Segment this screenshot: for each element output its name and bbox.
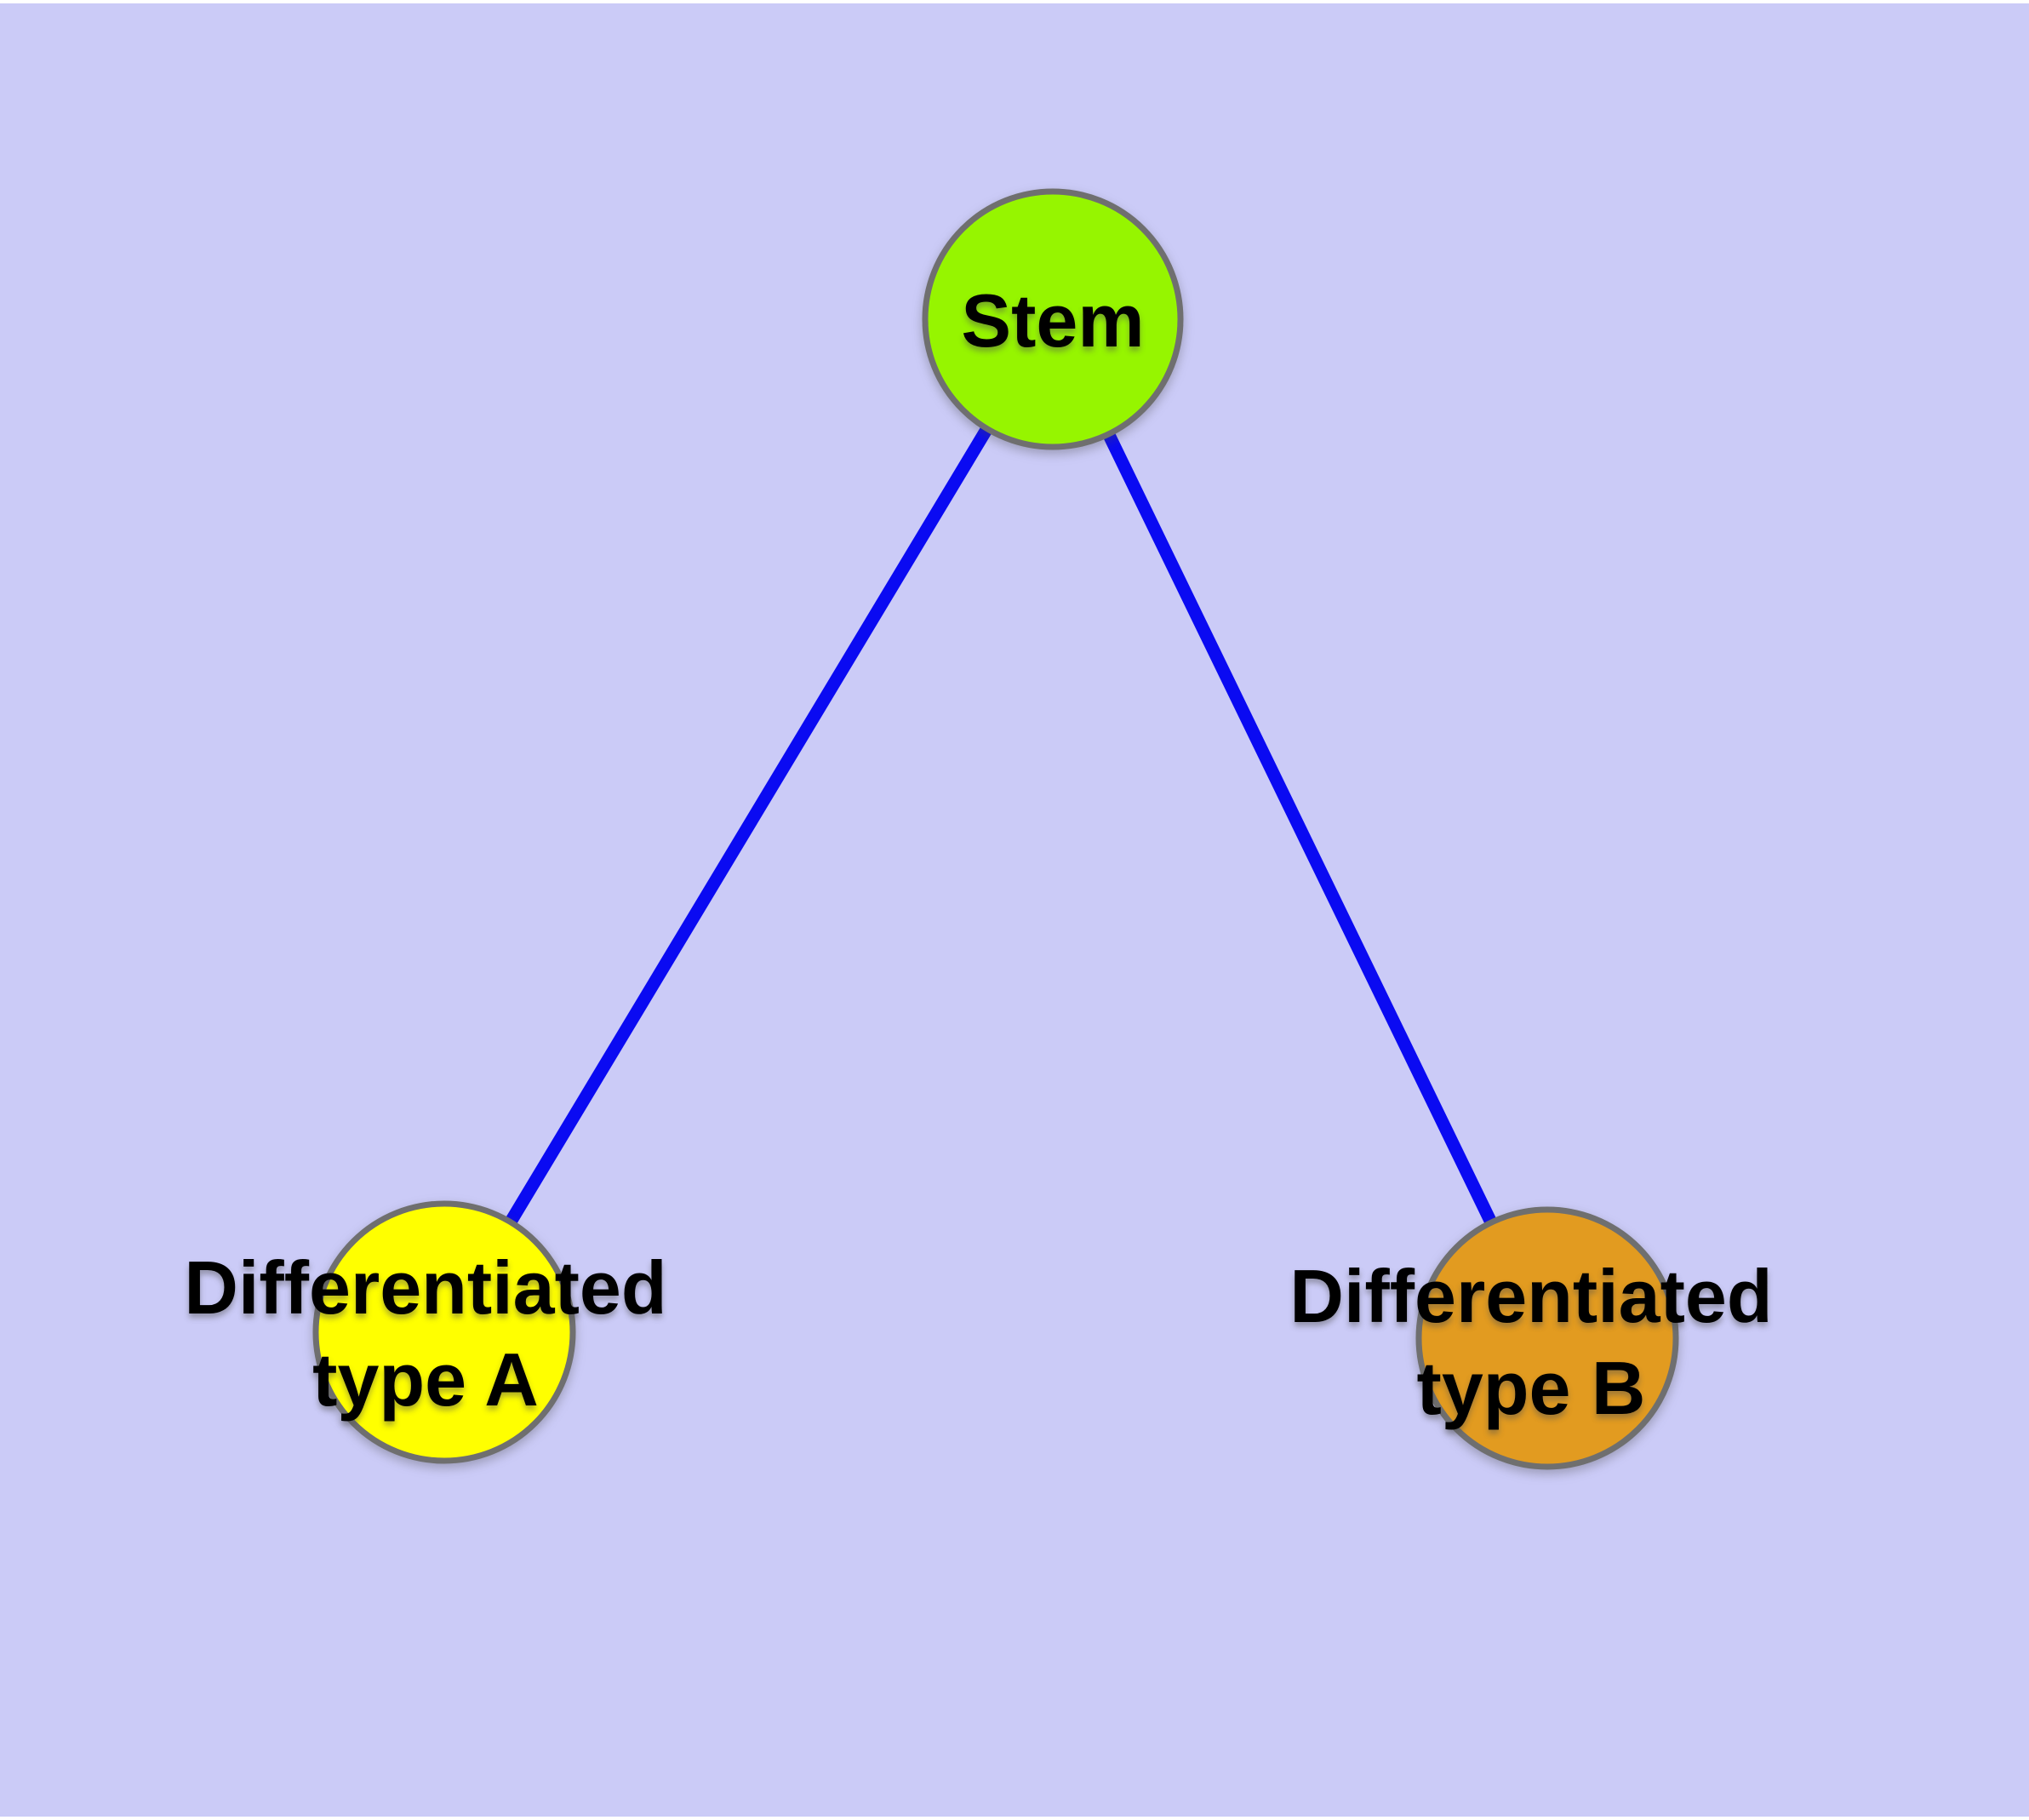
node-stem-circle bbox=[922, 188, 1184, 450]
edge-stem-to-type-b bbox=[1047, 316, 1553, 1342]
node-label-differentiated-type-b: Differentiated type B bbox=[1289, 1254, 1773, 1430]
node-differentiated-type-b-circle bbox=[1415, 1206, 1679, 1470]
node-label-differentiated-type-a: Differentiated type A bbox=[184, 1245, 667, 1422]
edge-stem-to-type-a bbox=[438, 316, 1059, 1336]
node-label-stem: Stem bbox=[961, 278, 1145, 363]
node-differentiated-type-a-circle bbox=[312, 1200, 576, 1464]
